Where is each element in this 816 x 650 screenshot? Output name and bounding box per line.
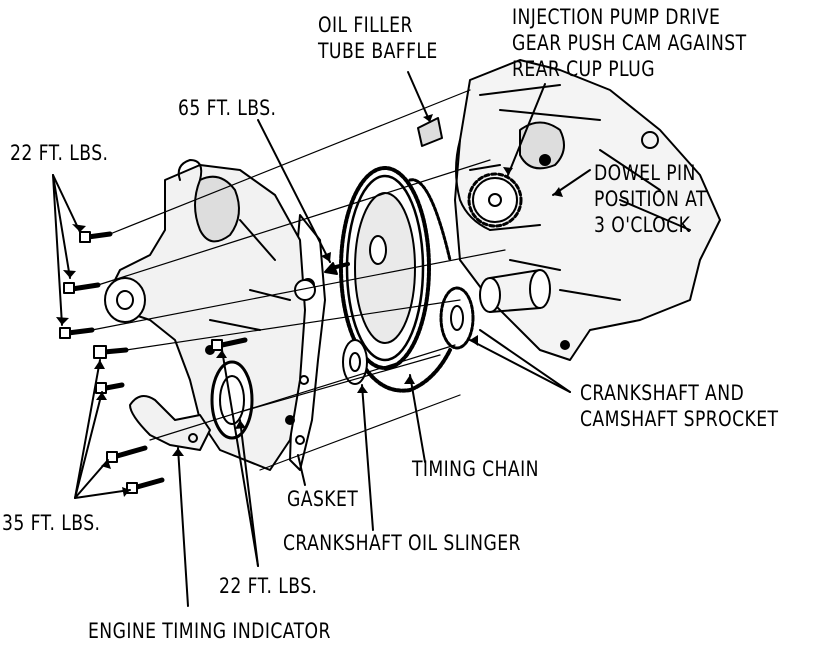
label-line: 35 FT. LBS. xyxy=(2,511,101,535)
oil-slinger xyxy=(342,339,368,385)
injection-pump-label: INJECTION PUMP DRIVE GEAR PUSH CAM AGAIN… xyxy=(512,4,747,82)
label-line: 65 FT. LBS. xyxy=(178,96,277,120)
label-line: CRANKSHAFT AND xyxy=(580,381,745,405)
oil-filler-label: OIL FILLER TUBE BAFFLE xyxy=(318,12,438,64)
label-line: INJECTION PUMP DRIVE xyxy=(512,5,721,29)
label-line: TIMING CHAIN xyxy=(412,457,539,481)
arrowheads xyxy=(56,114,563,497)
label-line: OIL FILLER xyxy=(318,13,413,37)
torque-65-label: 65 FT. LBS. xyxy=(178,95,276,121)
torque-22-bottom-label: 22 FT. LBS. xyxy=(219,573,317,599)
torque-22-top-label: 22 FT. LBS. xyxy=(10,140,108,166)
label-line: TUBE BAFFLE xyxy=(318,39,438,63)
timing-chain-label: TIMING CHAIN xyxy=(412,456,539,482)
label-line: GEAR PUSH CAM AGAINST xyxy=(512,31,747,55)
camshaft-sprocket xyxy=(339,166,431,370)
bolts xyxy=(59,231,350,494)
label-line: REAR CUP PLUG xyxy=(512,57,655,81)
label-line: DOWEL PIN xyxy=(594,161,696,185)
label-line: 22 FT. LBS. xyxy=(219,574,318,598)
crankshaft-sprocket-label: CRANKSHAFT AND CAMSHAFT SPROCKET xyxy=(580,380,778,432)
label-line: CRANKSHAFT OIL SLINGER xyxy=(283,531,521,555)
label-line: POSITION AT xyxy=(594,187,707,211)
dowel-pin-label: DOWEL PIN POSITION AT 3 O'CLOCK xyxy=(594,160,707,238)
engine-block xyxy=(454,59,721,361)
oil-slinger-label: CRANKSHAFT OIL SLINGER xyxy=(283,530,521,556)
timing-cover xyxy=(104,159,316,471)
label-line: CAMSHAFT SPROCKET xyxy=(580,407,779,431)
oil-filler-baffle xyxy=(417,117,443,147)
label-line: ENGINE TIMING INDICATOR xyxy=(88,619,331,643)
label-line: 3 O'CLOCK xyxy=(594,213,691,237)
crankshaft-snout xyxy=(479,269,551,313)
label-line: GASKET xyxy=(287,487,359,511)
injection-pump-gear xyxy=(467,172,523,228)
gasket-label: GASKET xyxy=(287,486,358,512)
label-line: 22 FT. LBS. xyxy=(10,141,109,165)
torque-35-label: 35 FT. LBS. xyxy=(2,510,100,536)
timing-indicator-label: ENGINE TIMING INDICATOR xyxy=(88,618,331,644)
alignment-lines xyxy=(91,89,506,471)
timing-chain xyxy=(358,178,452,393)
timing-indicator xyxy=(129,395,211,451)
crankshaft-sprocket xyxy=(439,286,475,350)
